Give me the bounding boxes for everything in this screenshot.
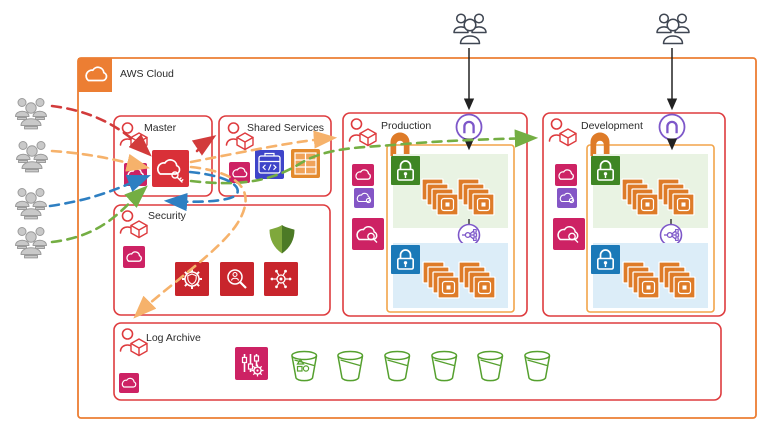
internet-gateway-icon[interactable]	[658, 113, 686, 141]
left-users-icon-1[interactable]	[15, 98, 47, 130]
development-label: Development	[581, 120, 643, 132]
gear-shield-icon[interactable]	[175, 262, 209, 296]
flow-blue-users3-to-master	[48, 175, 151, 208]
security-label: Security	[148, 210, 187, 222]
left-users-icon-3[interactable]	[15, 188, 47, 220]
s3-bucket-with-objects-icon[interactable]	[291, 350, 318, 382]
user-access-arrows	[463, 48, 678, 151]
flow-red-master-to-shared-services	[191, 135, 217, 156]
s3-bucket-icon[interactable]	[431, 350, 458, 382]
log-archive-label: Log Archive	[146, 332, 201, 344]
code-tools-icon[interactable]	[255, 150, 284, 179]
flow-green-master-to-development	[189, 129, 539, 185]
flow-arrows	[48, 104, 539, 319]
flow-blue-master-to-security	[163, 170, 239, 212]
account-box-security[interactable]: Security	[113, 204, 331, 316]
shared-services-label: Shared Services	[247, 122, 324, 134]
cloud-lock-icon[interactable]	[557, 188, 577, 208]
flow-red-users1-to-master	[50, 104, 152, 157]
settings-sliders-icon[interactable]	[235, 347, 268, 380]
green-padlock-icon	[391, 156, 420, 185]
left-users-icon-4[interactable]	[15, 227, 47, 259]
load-balancer-icon[interactable]	[659, 223, 683, 247]
blue-padlock-icon	[591, 245, 620, 274]
internet-gateway-icon[interactable]	[455, 113, 483, 141]
cloudtrail-icon[interactable]	[352, 218, 384, 250]
s3-bucket-icon[interactable]	[524, 350, 551, 382]
service-grid-icon[interactable]	[291, 149, 320, 178]
cloud-icon[interactable]	[229, 162, 250, 183]
top-users-icon-1[interactable]	[453, 13, 487, 45]
hub-nodes-icon[interactable]	[264, 262, 298, 296]
load-balancer-icon[interactable]	[457, 223, 481, 247]
account-box-development[interactable]: Development	[542, 112, 726, 317]
flow-green-users4-to-master	[50, 185, 148, 244]
cloud-icon[interactable]	[555, 164, 577, 186]
flow-orange-master-to-production	[189, 130, 338, 164]
s3-bucket-icon[interactable]	[337, 350, 364, 382]
cloud-icon[interactable]	[119, 373, 139, 393]
green-padlock-icon	[591, 156, 620, 185]
account-box-shared-services[interactable]: Shared Services	[218, 115, 332, 197]
account-box-log-archive[interactable]: Log Archive	[113, 322, 722, 401]
organizations-cloud-key-icon[interactable]	[152, 150, 189, 187]
s3-bucket-icon[interactable]	[477, 350, 504, 382]
vpc-arch-icon	[590, 132, 610, 156]
cloud-icon[interactable]	[352, 164, 374, 186]
left-users-icon-2[interactable]	[16, 141, 48, 173]
flow-orange-users2-to-master	[50, 149, 151, 172]
blue-padlock-icon	[391, 245, 420, 274]
cloudtrail-icon[interactable]	[553, 218, 585, 250]
s3-bucket-icon[interactable]	[384, 350, 411, 382]
master-label: Master	[144, 122, 177, 134]
vpc-arch-icon	[390, 132, 410, 156]
flow-orange-master-to-log-archive	[133, 165, 247, 319]
aws-cloud-logo-icon	[78, 58, 112, 92]
shield-icon[interactable]	[269, 225, 295, 254]
magnifier-user-icon[interactable]	[220, 262, 254, 296]
cloud-icon[interactable]	[123, 246, 145, 268]
aws-cloud-label: AWS Cloud	[120, 68, 174, 80]
account-box-production[interactable]: Production	[342, 112, 528, 317]
production-label: Production	[381, 120, 431, 132]
cloud-lock-icon[interactable]	[354, 188, 374, 208]
top-users-icon-2[interactable]	[656, 13, 690, 45]
